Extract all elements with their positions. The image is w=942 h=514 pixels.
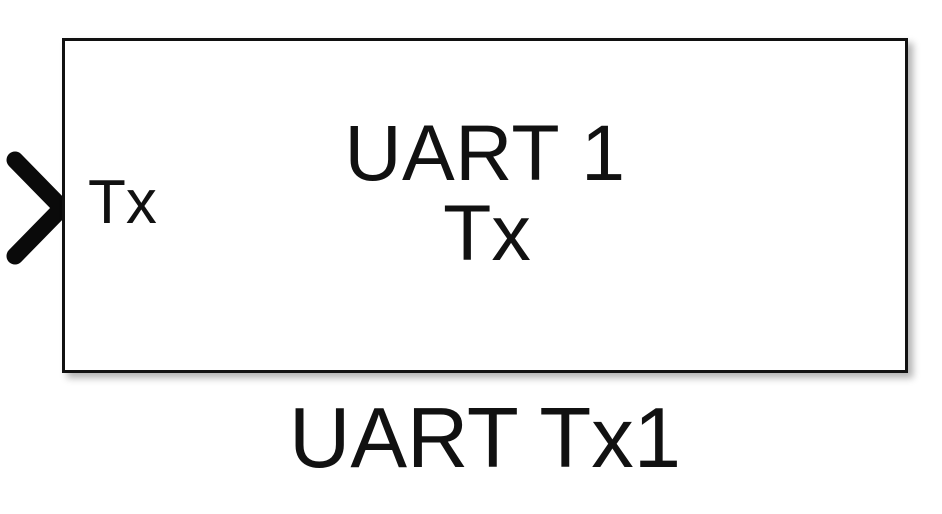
block-caption[interactable]: UART Tx1	[288, 391, 682, 486]
block-mask-text: UART 1 Tx	[65, 41, 905, 370]
block-mask-text-line-1: UART 1	[344, 108, 626, 197]
block-mask-text-line-2: Tx	[443, 187, 531, 277]
input-port-label-tx: Tx	[88, 168, 157, 237]
input-port-chevron-icon[interactable]	[4, 150, 74, 266]
uart-tx-block[interactable]: Tx UART 1 Tx	[62, 38, 908, 373]
